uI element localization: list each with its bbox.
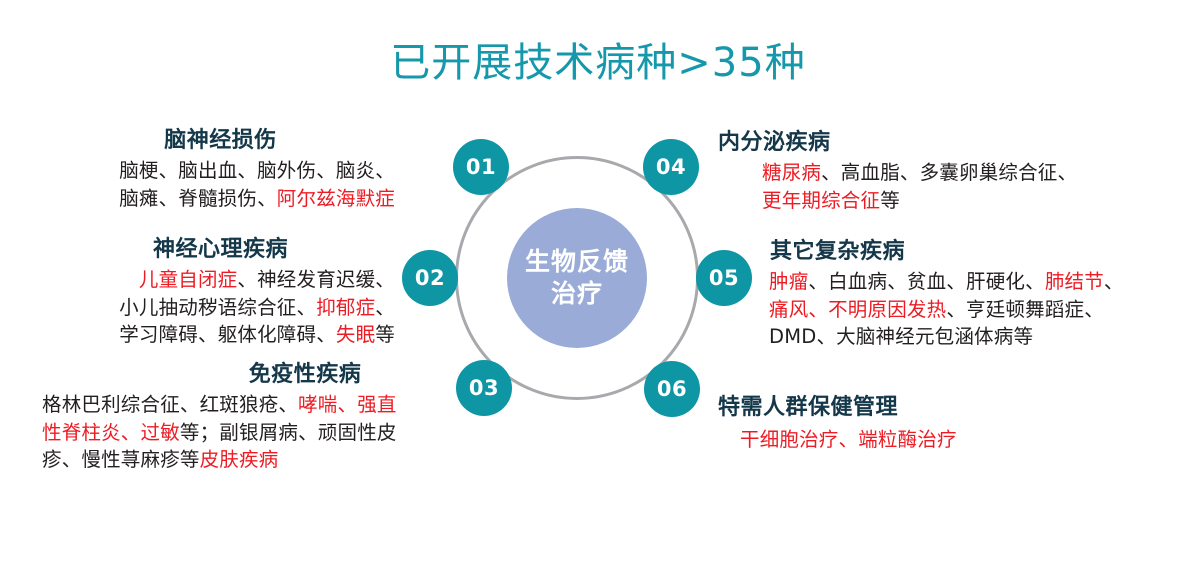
s03-l3: 疹、慢性荨麻疹等: [42, 448, 200, 472]
node-02[interactable]: 02: [402, 250, 458, 306]
s03-l3-highlight: 皮肤疾病: [199, 448, 279, 472]
section-06-heading: 特需人群保健管理: [718, 395, 899, 420]
section-03-body: 格林巴利综合征、红斑狼疮、哮喘、强直性脊柱炎、过敏等；副银屑病、顽固性皮疹、慢性…: [42, 391, 448, 474]
node-04[interactable]: 04: [643, 139, 699, 195]
s04-l1-highlight: 糖尿病: [762, 161, 822, 184]
section-02-heading: 神经心理疾病: [152, 237, 288, 262]
node-05[interactable]: 05: [696, 250, 752, 306]
s05-l2: 、亨廷顿舞蹈症、: [946, 297, 1104, 321]
s05-l1: 、白血病、贫血、肝硬化、: [808, 270, 1045, 293]
section-06-body: 干细胞治疗、端粒酶治疗: [718, 424, 1158, 454]
s05-l2-highlight: 痛风、不明原因发热: [769, 297, 947, 321]
s03-l2: 等；副银屑病、顽固性皮: [179, 420, 397, 444]
s02-l3-highlight: 失眠: [335, 323, 376, 347]
node-03[interactable]: 03: [456, 360, 512, 416]
section-01-body: 脑梗、脑出血、脑外伤、脑炎、脑瘫、脊髓损伤、阿尔兹海默症: [50, 157, 395, 212]
section-03: 免疫性疾病 格林巴利综合征、红斑狼疮、哮喘、强直性脊柱炎、过敏等；副银屑病、顽固…: [42, 356, 448, 474]
s04-l2-highlight: 更年期综合征: [762, 188, 881, 212]
page-title: 已开展技术病种>35种: [390, 40, 806, 86]
section-02: 神经心理疾病 儿童自闭症、神经发育迟缓、小儿抽动秽语综合征、抑郁症、学习障碍、躯…: [46, 231, 395, 349]
s02-l3-tail: 等: [375, 323, 395, 347]
section-05: 其它复杂疾病 肿瘤、白血病、贫血、肝硬化、肺结节、痛风、不明原因发热、亨廷顿舞蹈…: [769, 233, 1190, 351]
s02-l1-highlight: 儿童自闭症: [138, 268, 238, 291]
node-06[interactable]: 06: [644, 361, 700, 417]
section-04: 内分泌疾病 糖尿病、高血脂、多囊卵巢综合征、更年期综合征等: [718, 124, 1168, 214]
s02-l2-tail: 、: [375, 295, 395, 319]
s02-l2-highlight: 抑郁症: [316, 295, 376, 319]
section-06: 特需人群保健管理 干细胞治疗、端粒酶治疗: [718, 389, 1158, 454]
s02-l1: 、神经发育迟缓、: [237, 268, 395, 291]
s05-l1-highlight: 肿瘤: [769, 270, 809, 293]
section-01: 脑神经损伤 脑梗、脑出血、脑外伤、脑炎、脑瘫、脊髓损伤、阿尔兹海默症: [50, 122, 395, 212]
section-04-heading: 内分泌疾病: [718, 130, 831, 155]
section-04-body: 糖尿病、高血脂、多囊卵巢综合征、更年期综合征等: [718, 159, 1168, 214]
s03-l1-highlight: 哮喘、强直: [298, 393, 397, 416]
section-03-heading: 免疫性疾病: [248, 362, 362, 387]
s01-l2-highlight: 阿尔兹海默症: [276, 186, 395, 210]
s01-l1: 脑梗、脑出血、脑外伤、脑炎、: [119, 159, 395, 182]
section-05-body: 肿瘤、白血病、贫血、肝硬化、肺结节、痛风、不明原因发热、亨廷顿舞蹈症、 DMD、大…: [769, 268, 1190, 351]
node-01[interactable]: 01: [453, 139, 509, 195]
s01-l2: 脑瘫、脊髓损伤、: [119, 186, 277, 210]
s04-l2: 等: [880, 188, 900, 212]
center-hub-line2: 治疗: [550, 279, 603, 308]
section-01-heading: 脑神经损伤: [164, 128, 277, 153]
s02-l3: 学习障碍、躯体化障碍、: [119, 323, 336, 347]
section-02-body: 儿童自闭症、神经发育迟缓、小儿抽动秽语综合征、抑郁症、学习障碍、躯体化障碍、失眠…: [46, 266, 395, 349]
s06-l1-highlight: 干细胞治疗、端粒酶治疗: [740, 428, 957, 451]
section-05-heading: 其它复杂疾病: [770, 239, 906, 264]
s02-l2: 小儿抽动秽语综合征、: [119, 295, 317, 319]
s04-l1: 、高血脂、多囊卵巢综合征、: [821, 161, 1078, 184]
center-hub: 生物反馈 治疗: [507, 208, 647, 348]
center-hub-line1: 生物反馈: [524, 247, 629, 276]
s05-l1-tail: 、: [1103, 270, 1124, 293]
s03-l1: 格林巴利综合征、红斑狼疮、: [42, 393, 299, 416]
s03-l2-highlight: 性脊柱炎、过敏: [42, 420, 180, 444]
s05-l3: DMD、大脑神经元包涵体病等: [769, 325, 1034, 349]
s05-l1-highlight2: 肺结节: [1044, 270, 1104, 293]
